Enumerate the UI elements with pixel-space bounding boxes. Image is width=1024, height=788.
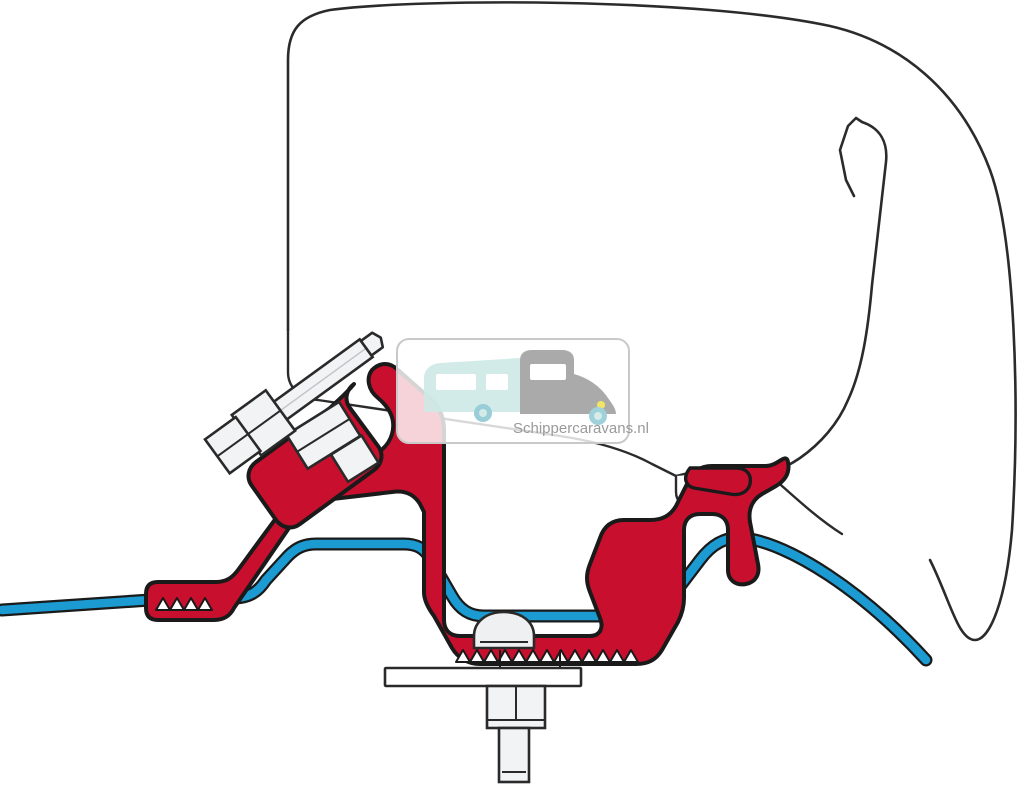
bracket-main-profile xyxy=(144,362,791,666)
blue-rail-fill xyxy=(0,533,931,665)
dome-washer-body xyxy=(472,610,536,650)
caravan-window-right xyxy=(486,374,508,390)
clamp-nut-block-outer xyxy=(329,433,381,484)
vehicle-roof-outline xyxy=(286,1,1017,642)
caravan-icon xyxy=(424,358,520,422)
adjuster-nut-outer-seam xyxy=(216,433,249,458)
adjuster-bolt-tip xyxy=(359,331,385,357)
blue-seal-rail xyxy=(0,531,933,667)
serration-teeth-left xyxy=(155,597,213,611)
caravan-hub xyxy=(479,409,487,417)
caravan-window-left xyxy=(436,374,476,390)
adjuster-nut-inner-seam xyxy=(245,409,282,437)
center-bolt-assembly xyxy=(485,684,547,784)
clamp-nut-seam xyxy=(296,418,351,453)
serration-left-foot xyxy=(155,597,213,611)
base-plate xyxy=(383,666,583,688)
van-headlamp-icon xyxy=(597,401,605,409)
van-icon xyxy=(520,350,616,425)
serration-teeth-base xyxy=(455,649,639,663)
watermark-label: Schippercaravans.nl xyxy=(513,420,649,437)
van-hub xyxy=(594,412,602,420)
roof-shell-notch xyxy=(838,116,864,198)
center-bolt-shank xyxy=(497,726,531,784)
roof-shell-inner-return xyxy=(756,120,888,478)
roof-shell-outer xyxy=(286,1,1017,642)
base-plate-body xyxy=(383,666,583,688)
clamp-nut-upper xyxy=(284,400,381,484)
bracket-hook-tongue xyxy=(683,466,753,497)
dome-washer xyxy=(472,610,536,650)
adjuster-bolt-assembly xyxy=(203,331,385,476)
van-window xyxy=(530,364,566,380)
watermark-logo: Schippercaravans.nl xyxy=(396,338,649,444)
